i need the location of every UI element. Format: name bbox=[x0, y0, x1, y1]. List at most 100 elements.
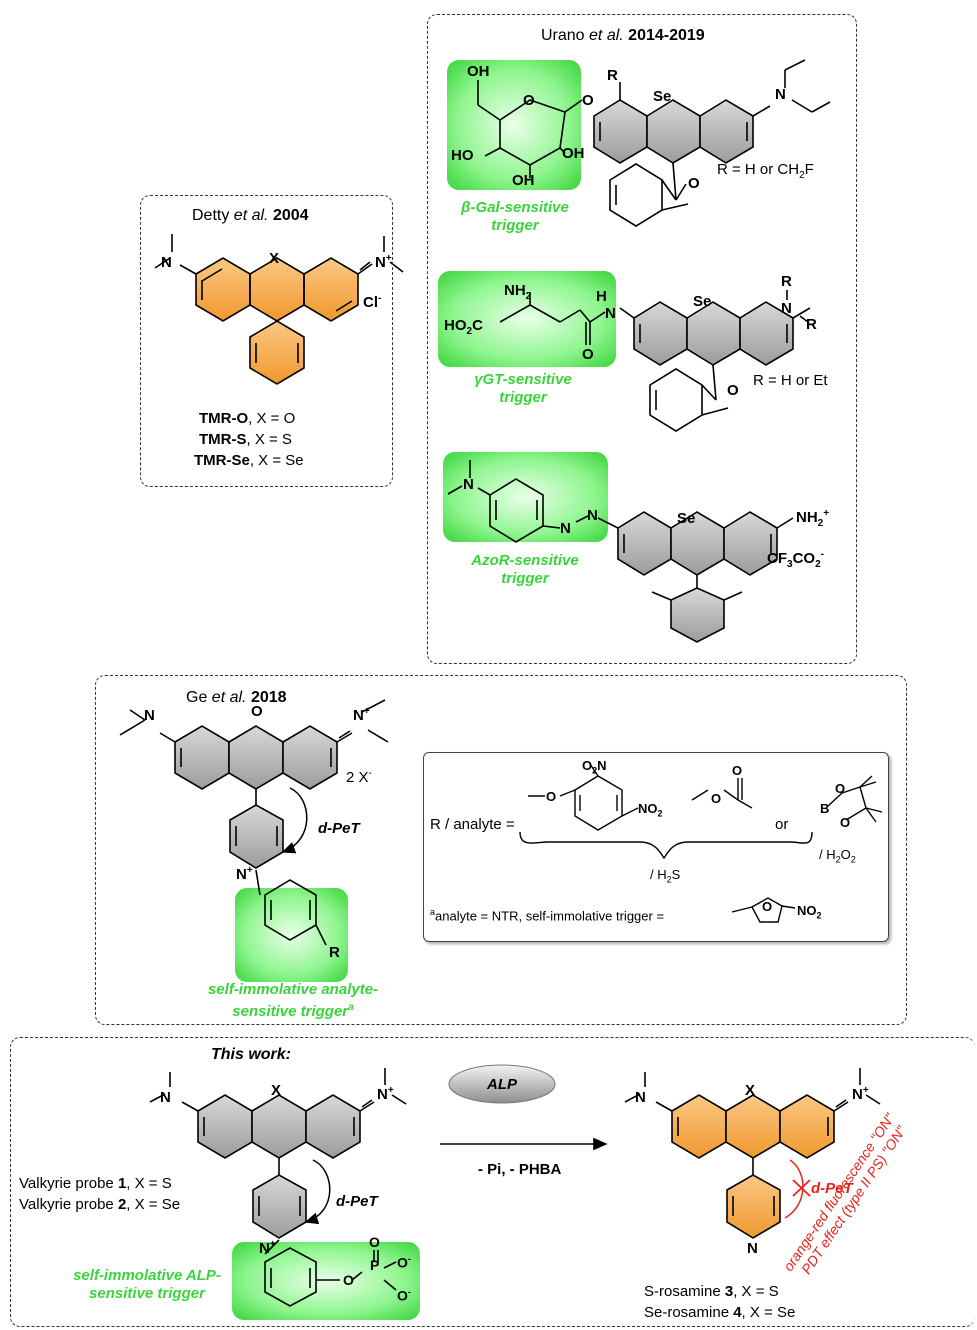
detty-n-left: N bbox=[161, 254, 172, 271]
ggt-amide-o: O bbox=[582, 346, 594, 363]
probe3-anion: CF3CO2- bbox=[767, 549, 824, 570]
rosamine-product-skeleton bbox=[624, 1068, 881, 1239]
probe-n-left: N bbox=[160, 1089, 171, 1106]
legend-no2: NO2 bbox=[638, 801, 663, 819]
trigger-highlight-azor bbox=[443, 452, 608, 542]
legend-analyte-h2o2: / H2O2 bbox=[819, 847, 856, 865]
valkyrie-probe-skeleton bbox=[149, 1068, 407, 1307]
probe-1-label: Valkyrie probe 1, X = S bbox=[19, 1175, 172, 1192]
gal-ho-left: HO bbox=[451, 147, 474, 164]
product-4-label: Se-rosamine 4, X = Se bbox=[644, 1304, 796, 1321]
probe-atom-x: X bbox=[271, 1082, 282, 1099]
gal-ring-o: O bbox=[523, 92, 535, 109]
product-n-left: N bbox=[635, 1089, 646, 1106]
legend-boron: B bbox=[820, 801, 830, 816]
phosphate-p: P bbox=[370, 1257, 380, 1273]
ge-probe-skeleton bbox=[119, 699, 389, 946]
phosphate-o-link: O bbox=[343, 1272, 354, 1288]
product-3-label: S-rosamine 3, X = S bbox=[644, 1283, 779, 1300]
trigger-highlight-ge bbox=[235, 888, 348, 982]
azo-n1: N bbox=[560, 520, 571, 537]
ge-dpet-arrow bbox=[281, 787, 308, 854]
urano-probe2-skeleton bbox=[499, 290, 811, 432]
trigger-highlight-ggt bbox=[438, 271, 616, 367]
product-pyridine-n: N bbox=[747, 1240, 758, 1257]
ge-legend-box bbox=[423, 752, 889, 942]
ge-n-left: N bbox=[144, 707, 155, 724]
trigger-highlight-gal bbox=[447, 60, 581, 190]
ge-reference: Ge et al. 2018 bbox=[186, 689, 287, 706]
detty-line-2: TMR-S, X = S bbox=[199, 431, 292, 448]
panel-detty bbox=[140, 195, 393, 487]
detty-line-1: TMR-O, X = O bbox=[199, 410, 296, 427]
gal-link-o: O bbox=[582, 92, 594, 109]
valkyrie-dpet-arrow bbox=[304, 1159, 331, 1225]
probe-2-label: Valkyrie probe 2, X = Se bbox=[19, 1196, 181, 1213]
probe2-n: N bbox=[781, 300, 792, 317]
probe2-lactone-o: O bbox=[727, 382, 739, 399]
probe3-se: Se bbox=[677, 510, 696, 527]
gal-oh-right: OH bbox=[562, 145, 585, 162]
panel-ge bbox=[95, 675, 907, 1025]
probe-n-right: N+ bbox=[377, 1085, 394, 1103]
urano-probe3-skeleton bbox=[447, 460, 794, 643]
ggt-nh2: NH2 bbox=[504, 282, 532, 302]
alp-trigger-label: self-immolative ALP-sensitive trigger bbox=[73, 1267, 221, 1302]
probe1-r: R bbox=[607, 67, 618, 84]
probe2-r-right: R bbox=[806, 316, 817, 333]
probe-dpet-label: d-PeT bbox=[336, 1193, 378, 1210]
azo-n2: N bbox=[587, 507, 598, 524]
ge-counterion: 2 X- bbox=[346, 768, 372, 786]
detty-counterion: Cl- bbox=[363, 293, 382, 311]
ggt-ho2c: HO2C bbox=[444, 317, 483, 337]
this-work-title: This work: bbox=[211, 1046, 292, 1063]
probe1-n: N bbox=[775, 86, 786, 103]
product-n-right: N+ bbox=[852, 1085, 869, 1103]
ggt-amide-n: N bbox=[605, 305, 616, 322]
legend-bo2: O bbox=[840, 815, 851, 830]
urano-reference: Urano et al. 2014-2019 bbox=[541, 27, 705, 44]
ge-r-group: R bbox=[329, 944, 340, 961]
probe3-nh2: NH2+ bbox=[796, 508, 830, 529]
legend-footnote: aanalyte = NTR, self-immolative trigger … bbox=[430, 907, 665, 924]
detty-atom-x: X bbox=[269, 250, 280, 267]
legend-bo1: O bbox=[835, 781, 846, 796]
detty-n-right: N+ bbox=[375, 253, 392, 271]
legend-acetyl-o1: O bbox=[711, 791, 722, 806]
dpet-block-cross-2 bbox=[792, 1179, 811, 1197]
panel-urano bbox=[427, 14, 857, 664]
ge-legend-skeleton bbox=[519, 763, 883, 923]
legend-furan-o: O bbox=[762, 899, 773, 914]
legend-furan-no2: NO2 bbox=[797, 903, 822, 921]
alp-enzyme-pill bbox=[448, 1064, 556, 1104]
ge-o-atom: O bbox=[251, 703, 263, 720]
legend-acetyl-o2: O bbox=[732, 763, 743, 778]
legend-ether-o: O bbox=[546, 789, 557, 804]
legend-o2n: O2N bbox=[582, 758, 607, 776]
legend-or: or bbox=[775, 816, 789, 833]
urano-probe1-skeleton bbox=[477, 59, 831, 227]
detty-reference: Detty et al. 2004 bbox=[192, 207, 309, 224]
azo-n-dimethyl: N bbox=[463, 476, 474, 493]
probe1-se: Se bbox=[653, 88, 672, 105]
gal-oh-bottom: OH bbox=[512, 172, 535, 189]
probe1-r-definition: R = H or CH2F bbox=[717, 161, 814, 181]
ggt-amide-h: H bbox=[596, 288, 607, 305]
detty-line-3: TMR-Se, X = Se bbox=[194, 452, 304, 469]
legend-analyte-h2s: / H2S bbox=[650, 867, 681, 885]
probe-pyridinium-n: N+ bbox=[259, 1239, 276, 1257]
phosphate-o-top: O bbox=[369, 1234, 380, 1250]
panel-this-work bbox=[10, 1037, 975, 1327]
legend-r-label: R / analyte = bbox=[430, 816, 515, 833]
probe2-r-top: R bbox=[781, 273, 792, 290]
detty-xanthene bbox=[154, 234, 404, 385]
probe2-se: Se bbox=[693, 293, 712, 310]
gal-oh-top: OH bbox=[467, 63, 490, 80]
probe1-lactone-o: O bbox=[688, 175, 700, 192]
product-atom-x: X bbox=[745, 1082, 756, 1099]
ge-trigger-label: self-immolative analyte-sensitive trigge… bbox=[207, 981, 379, 1020]
